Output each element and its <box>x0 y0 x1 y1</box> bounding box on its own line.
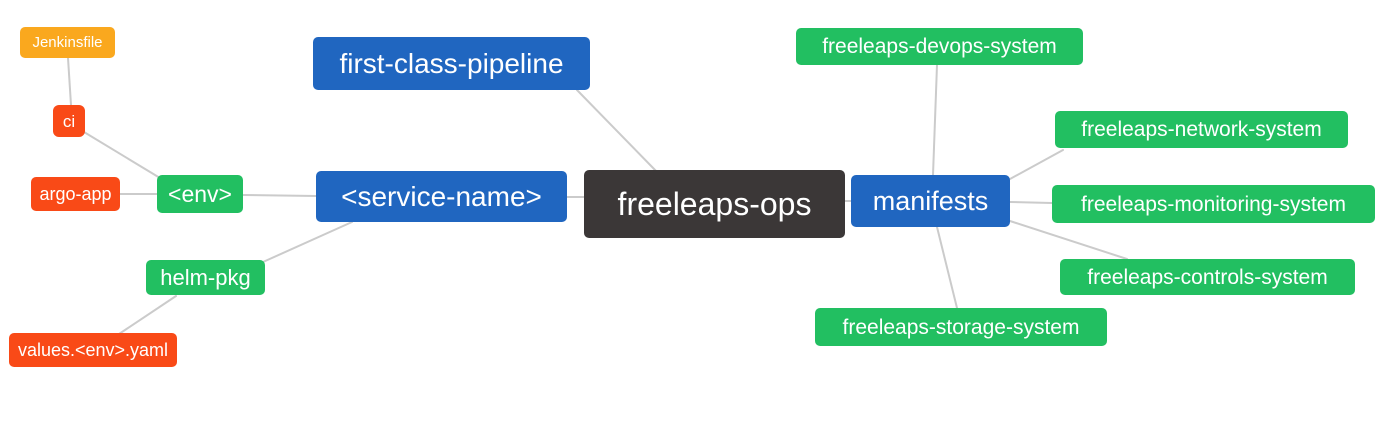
node-values-env-yaml[interactable]: values.<env>.yaml <box>9 333 177 367</box>
node-freeleaps-controls-system[interactable]: freeleaps-controls-system <box>1060 259 1355 295</box>
edge-manifests-storage <box>936 226 958 309</box>
edge-jenkinsfile-ci <box>67 57 72 106</box>
node-freeleaps-storage-system[interactable]: freeleaps-storage-system <box>815 308 1107 346</box>
node-freeleaps-devops-system[interactable]: freeleaps-devops-system <box>796 28 1083 65</box>
edge-env-service-name <box>242 194 317 197</box>
node-freeleaps-network-system[interactable]: freeleaps-network-system <box>1055 111 1348 148</box>
edge-manifests-devops <box>932 64 938 176</box>
node-env[interactable]: <env> <box>157 175 243 213</box>
edge-ci-env <box>83 131 161 179</box>
node-helm-pkg[interactable]: helm-pkg <box>146 260 265 295</box>
node-freeleaps-ops-root[interactable]: freeleaps-ops <box>584 170 845 238</box>
node-ci[interactable]: ci <box>53 105 85 137</box>
node-manifests[interactable]: manifests <box>851 175 1010 227</box>
node-freeleaps-monitoring-system[interactable]: freeleaps-monitoring-system <box>1052 185 1375 223</box>
edge-manifests-network <box>1009 149 1064 180</box>
edge-service-name-helm-pkg <box>262 221 353 263</box>
node-first-class-pipeline[interactable]: first-class-pipeline <box>313 37 590 90</box>
edge-helm-pkg-values <box>118 295 177 335</box>
node-argo-app[interactable]: argo-app <box>31 177 120 211</box>
edge-pipeline-freeleaps-ops <box>576 89 658 173</box>
node-service-name[interactable]: <service-name> <box>316 171 567 222</box>
edge-manifests-monitoring <box>1009 201 1053 204</box>
node-jenkinsfile[interactable]: Jenkinsfile <box>20 27 115 58</box>
edge-manifests-controls <box>1009 220 1128 260</box>
